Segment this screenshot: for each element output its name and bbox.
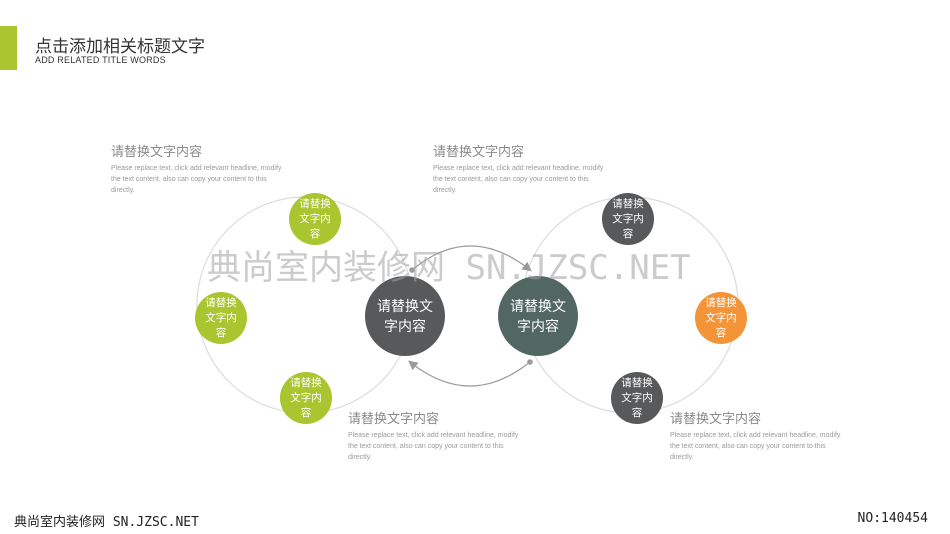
left-top-node[interactable]: 请替换文字内容	[289, 193, 341, 245]
bottom-arrow-arc	[408, 360, 531, 387]
right-bottom-node-label: 请替换文字内容	[621, 376, 653, 419]
bottom-arc-start-dot	[527, 359, 533, 365]
text-block-body[interactable]: Please replace text, click add relevant …	[670, 432, 841, 461]
right-top-node-label: 请替换文字内容	[612, 197, 644, 240]
left-bottom-node[interactable]: 请替换文字内容	[280, 372, 332, 424]
left-center-node-label: 请替换文字内容	[377, 298, 433, 334]
text-block-bottom-left: 请替换文字内容 Please replace text, click add r…	[348, 408, 528, 463]
right-bottom-node[interactable]: 请替换文字内容	[611, 372, 663, 424]
text-block-top-left: 请替换文字内容 Please replace text, click add r…	[111, 141, 291, 196]
text-block-heading[interactable]: 请替换文字内容	[433, 144, 525, 159]
page-title[interactable]: 点击添加相关标题文字	[35, 37, 205, 56]
right-middle-node[interactable]: 请替换文字内容	[695, 292, 747, 344]
text-block-top-right: 请替换文字内容 Please replace text, click add r…	[433, 141, 613, 196]
left-top-node-label: 请替换文字内容	[299, 197, 331, 240]
text-block-heading[interactable]: 请替换文字内容	[670, 411, 762, 426]
left-bottom-node-label: 请替换文字内容	[290, 376, 322, 419]
left-middle-node-label: 请替换文字内容	[205, 296, 237, 339]
top-arc-start-dot	[409, 267, 415, 273]
text-block-body[interactable]: Please replace text, click add relevant …	[111, 165, 282, 194]
right-center-node[interactable]: 请替换文字内容	[498, 276, 578, 356]
right-center-node-label: 请替换文字内容	[510, 298, 566, 334]
footer-id-label: NO:140454	[857, 511, 928, 526]
right-top-node[interactable]: 请替换文字内容	[602, 193, 654, 245]
text-block-heading[interactable]: 请替换文字内容	[348, 411, 440, 426]
page-subtitle[interactable]: ADD RELATED TITLE WORDS	[35, 55, 166, 65]
watermark-overlay: 典尚室内装修网 SN.JZSC.NET	[207, 248, 691, 288]
text-block-bottom-right: 请替换文字内容 Please replace text, click add r…	[670, 408, 850, 463]
text-block-heading[interactable]: 请替换文字内容	[111, 144, 203, 159]
top-arrow-arc	[411, 245, 532, 272]
text-block-body[interactable]: Please replace text, click add relevant …	[348, 432, 519, 461]
footer-site-label: 典尚室内装修网 SN.JZSC.NET	[14, 515, 199, 530]
title-accent-bar	[0, 26, 17, 70]
left-middle-node[interactable]: 请替换文字内容	[195, 292, 247, 344]
left-center-node[interactable]: 请替换文字内容	[365, 276, 445, 356]
text-block-body[interactable]: Please replace text, click add relevant …	[433, 165, 604, 194]
right-middle-node-label: 请替换文字内容	[705, 296, 737, 339]
